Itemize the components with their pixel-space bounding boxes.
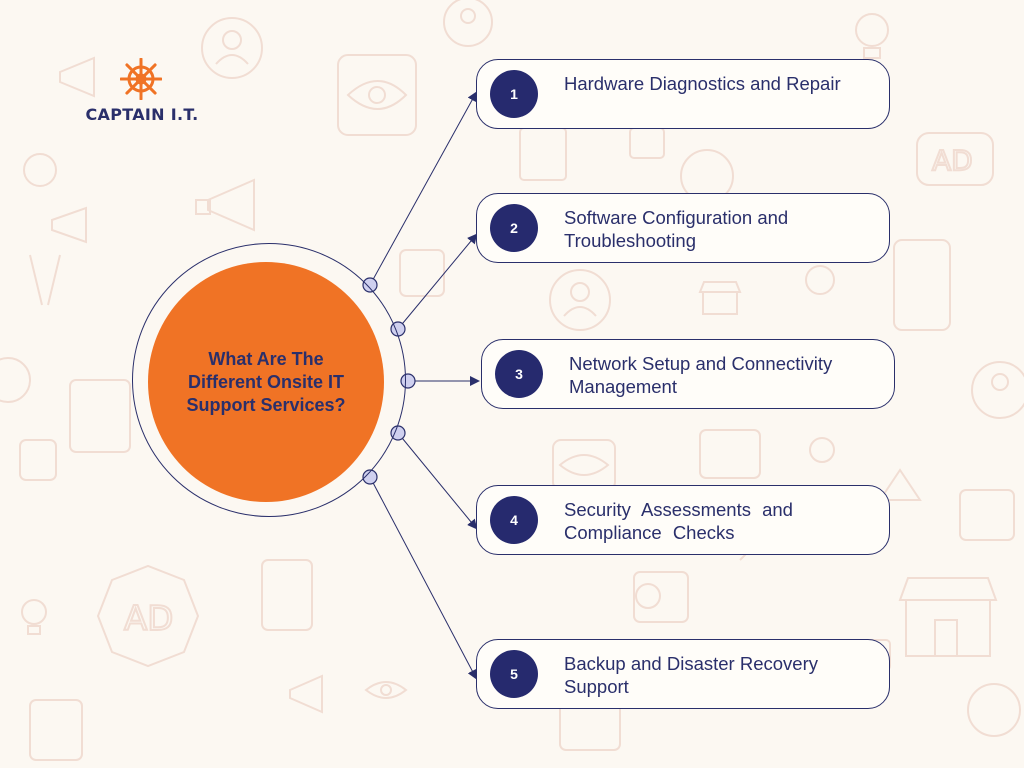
lightbulb-icon xyxy=(855,13,889,59)
captain-it-logo: CAPTAIN I.T. xyxy=(76,58,208,128)
service-item-1: 1 Hardware Diagnostics and Repair xyxy=(476,59,890,129)
user-icon xyxy=(971,361,1024,419)
connector-5 xyxy=(369,476,477,680)
megaphone-icon xyxy=(195,178,255,232)
service-number-badge: 1 xyxy=(490,70,538,118)
svg-text:AD: AD xyxy=(932,144,973,177)
svg-text:AD: AD xyxy=(124,599,173,639)
user-icon xyxy=(201,17,263,79)
shop-icon xyxy=(698,281,742,315)
service-item-2: 2 Software Configuration and Troubleshoo… xyxy=(476,193,890,263)
service-number-badge: 2 xyxy=(490,204,538,252)
service-label: Backup and Disaster Recovery Support xyxy=(564,653,818,697)
ad-badge-icon: AD xyxy=(916,132,994,186)
brand-name: CAPTAIN I.T. xyxy=(85,105,199,124)
service-label: Software Configuration and Troubleshooti… xyxy=(564,207,789,251)
hub-ring xyxy=(132,243,406,517)
ship-wheel-icon xyxy=(120,58,162,100)
connector-2 xyxy=(397,233,478,330)
service-item-4: 4 Security Assessments and Compliance Ch… xyxy=(476,485,890,555)
service-label: Security Assessments and Compliance Chec… xyxy=(564,499,793,543)
eye-icon xyxy=(364,681,408,699)
eye-icon xyxy=(337,54,417,136)
user-icon xyxy=(549,269,611,331)
connector-1 xyxy=(369,91,477,286)
user-icon xyxy=(443,0,493,47)
service-number-badge: 4 xyxy=(490,496,538,544)
lightbulb-icon xyxy=(21,599,47,635)
service-item-3: 3 Network Setup and Connectivity Managem… xyxy=(481,339,895,409)
megaphone-icon xyxy=(59,56,95,98)
ad-badge-icon: AD xyxy=(96,564,200,668)
connector-4 xyxy=(397,432,478,530)
megaphone-icon xyxy=(29,206,87,306)
service-label: Network Setup and Connectivity Managemen… xyxy=(569,353,833,397)
lightbulb-icon xyxy=(809,437,835,463)
service-number-badge: 5 xyxy=(490,650,538,698)
service-item-5: 5 Backup and Disaster Recovery Support xyxy=(476,639,890,709)
shop-icon xyxy=(898,577,998,657)
hub-circle: What Are The Different Onsite IT Support… xyxy=(148,262,384,502)
service-number-badge: 3 xyxy=(495,350,543,398)
hub-title: What Are The Different Onsite IT Support… xyxy=(186,348,346,415)
service-label: Hardware Diagnostics and Repair xyxy=(564,73,841,94)
megaphone-icon xyxy=(289,674,323,714)
